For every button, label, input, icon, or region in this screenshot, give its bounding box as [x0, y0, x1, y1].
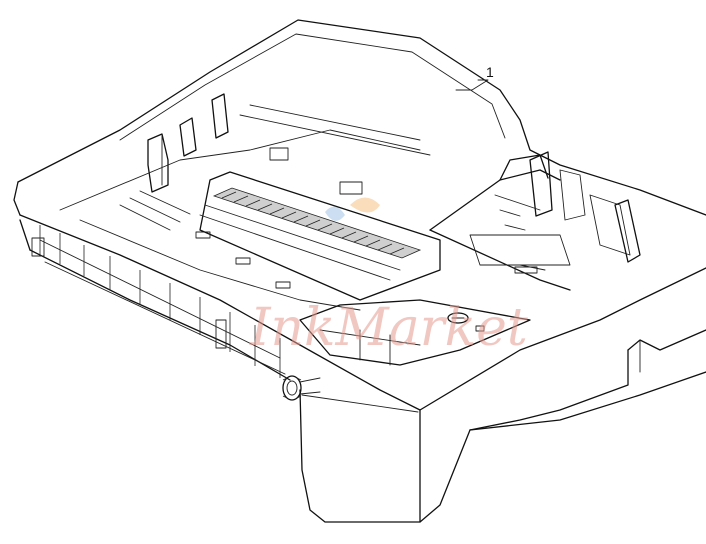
watermark-logo: InkMarket [249, 197, 528, 358]
tray-shell [13, 19, 706, 523]
gear [282, 375, 321, 401]
separation-pad [199, 171, 441, 301]
callout-1: 1 [455, 64, 494, 91]
callout-leader-line [455, 79, 489, 91]
left-side-ribs [31, 225, 286, 378]
right-paper-guide [429, 151, 641, 291]
watermark-text: InkMarket [249, 298, 528, 358]
length-guide-plate [299, 299, 531, 366]
left-guide-post [147, 93, 229, 193]
callout-label: 1 [486, 64, 494, 80]
